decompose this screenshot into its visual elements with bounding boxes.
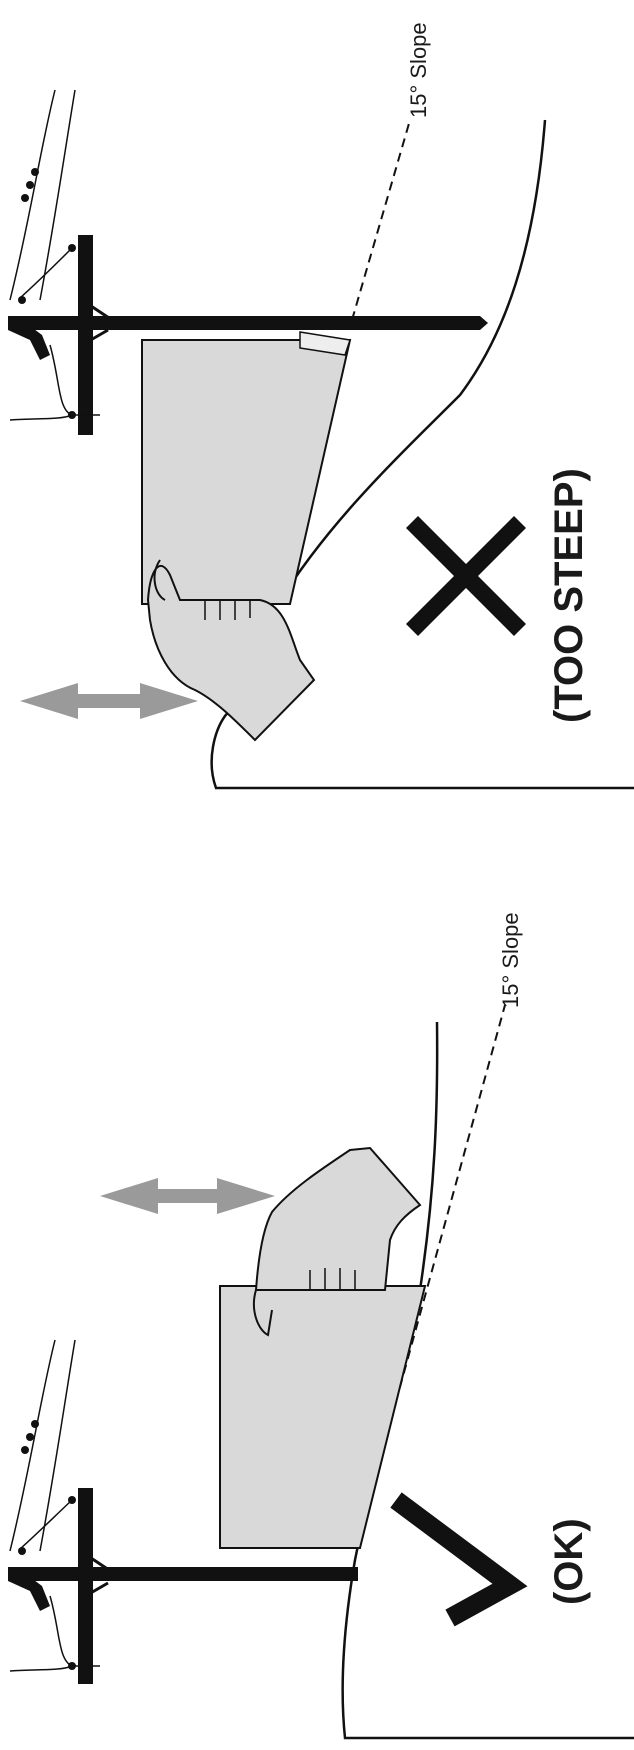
verdict-label: (OK) bbox=[547, 1518, 591, 1605]
slope-label: 15° Slope bbox=[498, 912, 523, 1008]
hand-illustration bbox=[252, 1146, 422, 1337]
panel-too-steep: 15° Slope bbox=[8, 22, 634, 790]
shoring-panel-edge bbox=[299, 331, 351, 356]
verdict-label: (TOO STEEP) bbox=[547, 468, 591, 723]
shoring-panel bbox=[141, 339, 352, 605]
ground-outline bbox=[210, 699, 634, 790]
x-mark-icon bbox=[405, 515, 527, 637]
utility-pole bbox=[8, 1339, 358, 1684]
panel-ok: 15° Slope bbox=[8, 912, 634, 1740]
excavation-wall-outline bbox=[276, 119, 547, 605]
double-arrow-icon bbox=[100, 1178, 275, 1214]
double-arrow-icon bbox=[20, 683, 198, 719]
check-mark-icon bbox=[390, 1492, 528, 1627]
slope-label: 15° Slope bbox=[406, 22, 431, 118]
hand-illustration bbox=[146, 559, 316, 742]
slope-reference-line bbox=[351, 119, 411, 321]
utility-pole bbox=[8, 89, 488, 435]
